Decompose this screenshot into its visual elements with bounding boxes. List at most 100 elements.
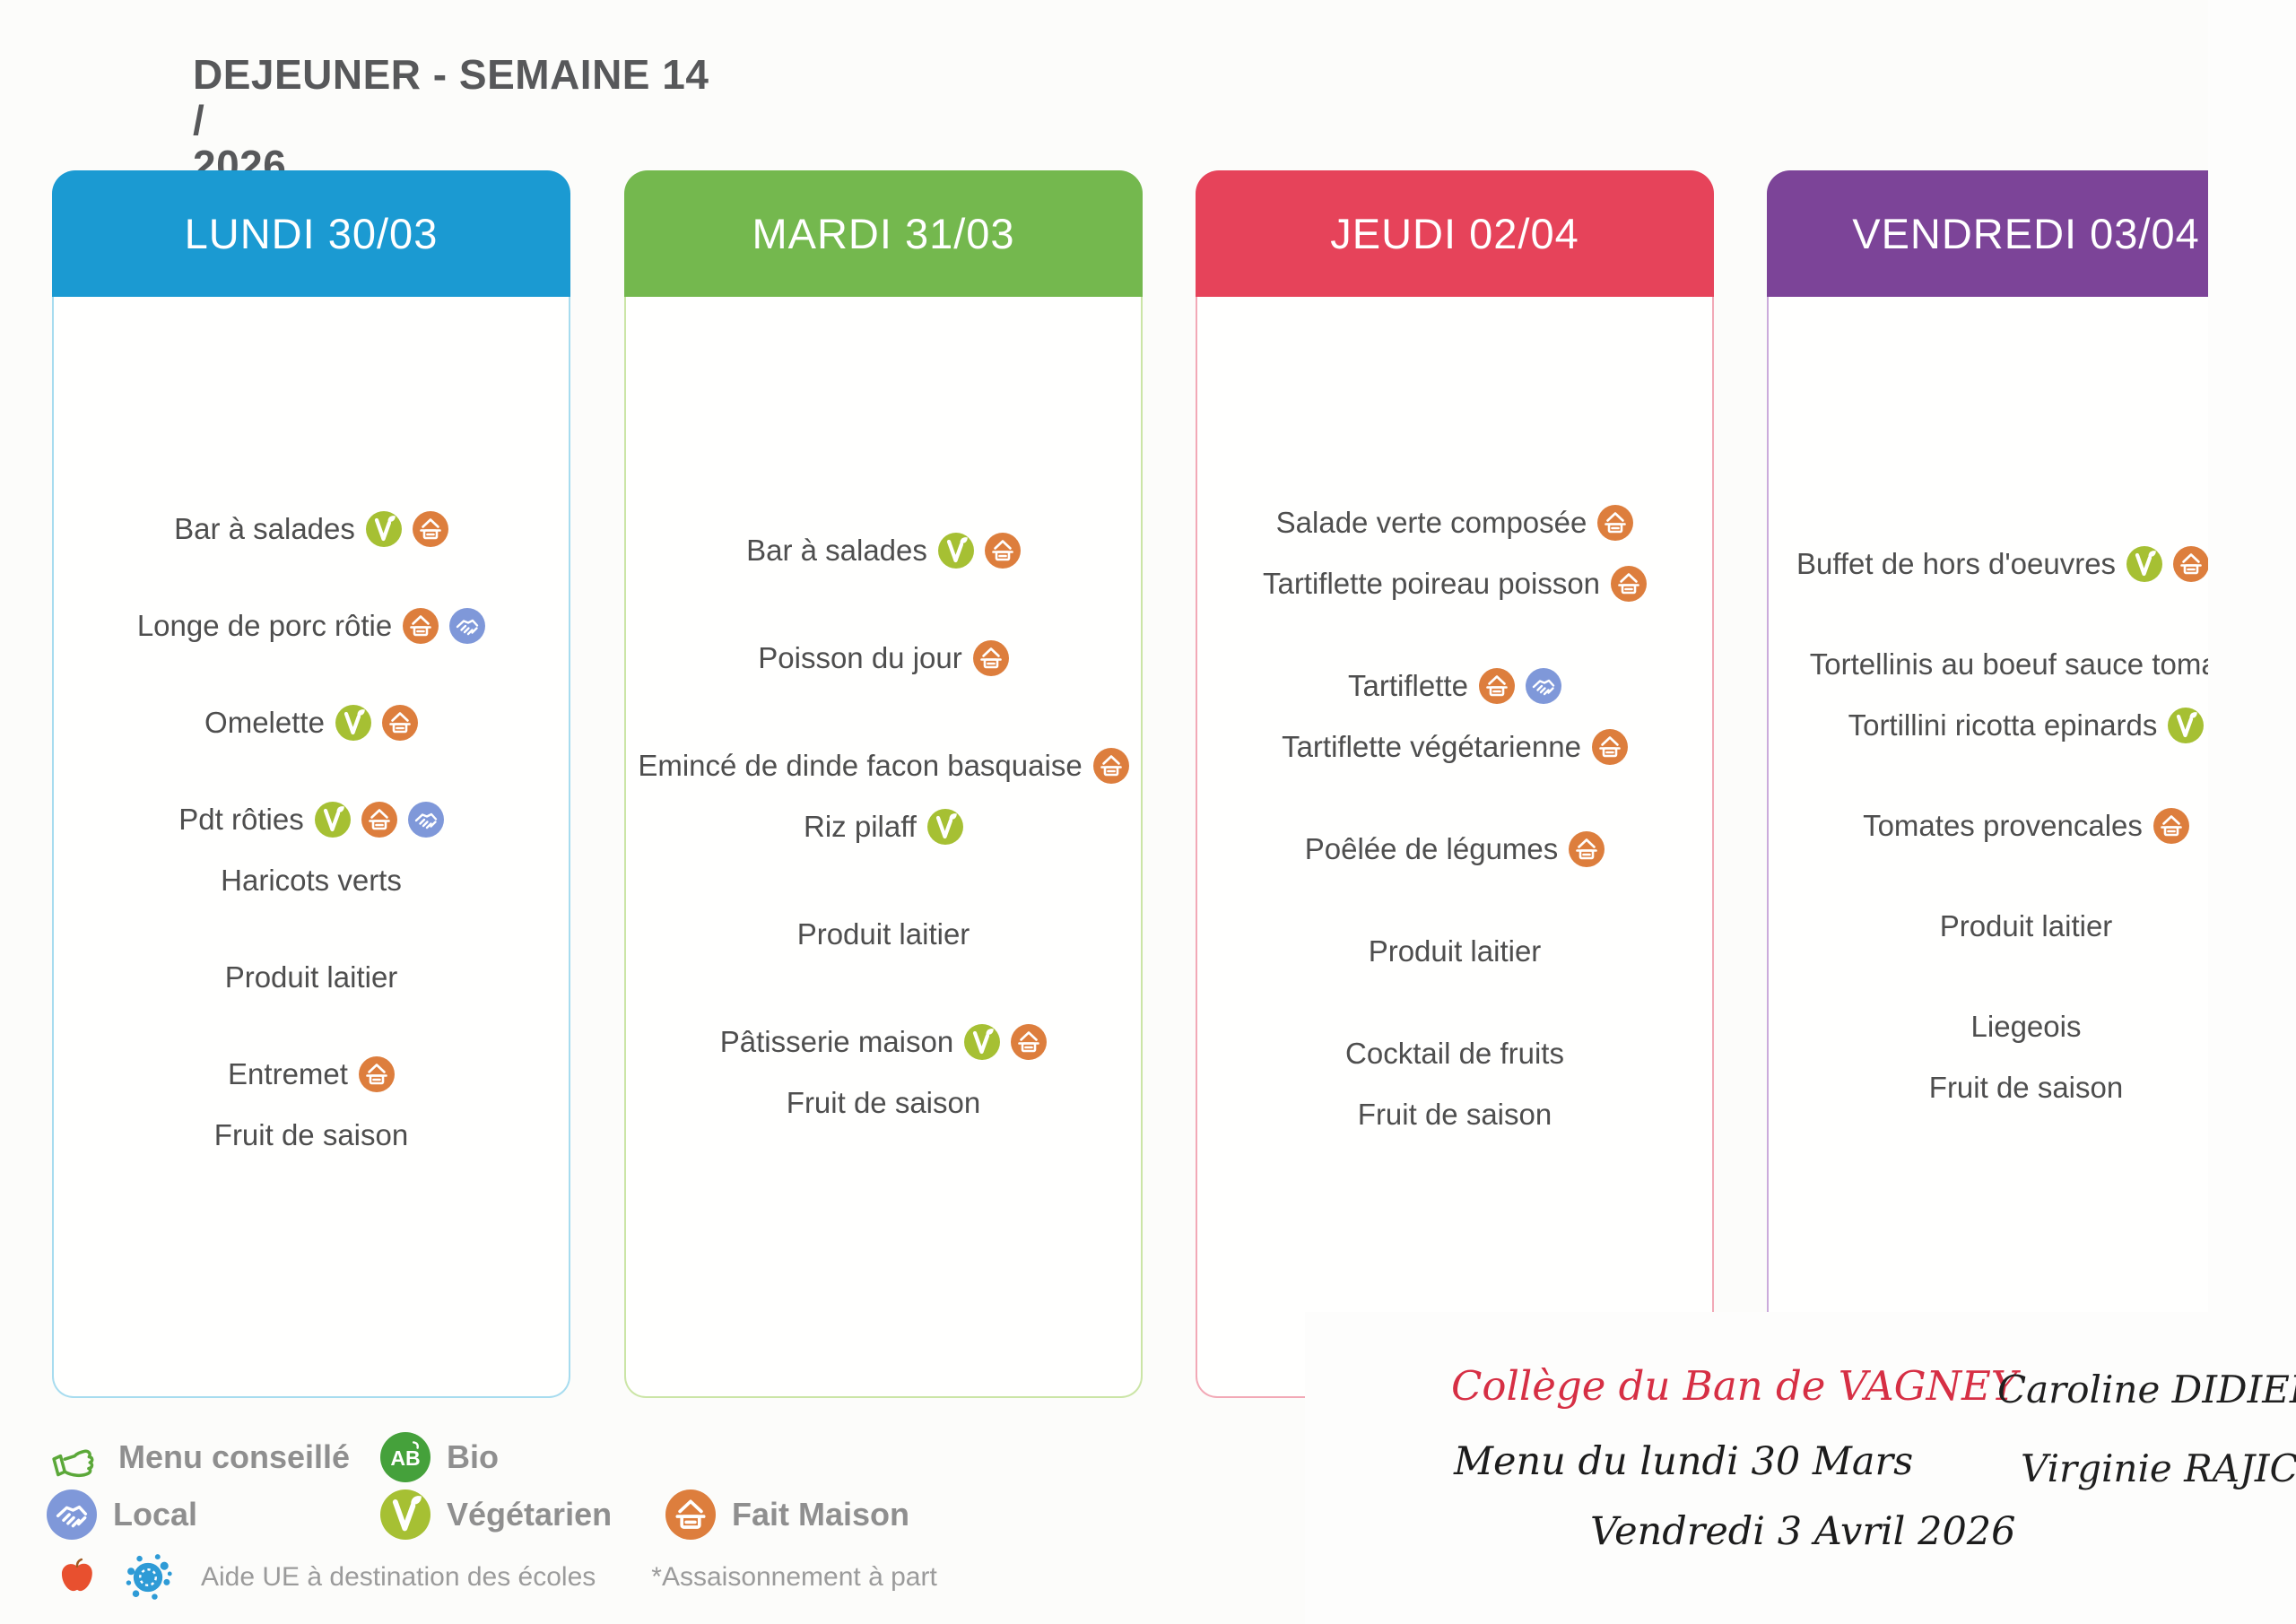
menu-item-label: Poêlée de légumes <box>1304 832 1559 865</box>
course-group: Poêlée de légumes <box>1197 819 1712 880</box>
menu-item-label: Salade verte composée <box>1275 506 1587 539</box>
menu-item: Haricots verts <box>54 850 569 911</box>
menu-item-label: Buffet de hors d'oeuvres <box>1796 547 2117 580</box>
fait-maison-icon <box>972 640 1009 676</box>
vegetarien-icon <box>964 1024 1001 1060</box>
svg-text:AB: AB <box>390 1446 420 1470</box>
menu-item-label: Bar à salades <box>174 512 355 545</box>
legend-entry-fait-maison: Fait Maison <box>665 1489 1105 1540</box>
legend-entry-vegetarien: Végétarien <box>380 1489 665 1540</box>
menu-item-label: Fruit de saison <box>1357 1098 1552 1131</box>
legend-label: Menu conseillé <box>118 1438 351 1475</box>
eu-splash-icon <box>120 1550 176 1605</box>
vegetarien-icon <box>937 533 974 569</box>
menu-item-label: Tomates provencales <box>1863 809 2143 842</box>
menu-item: Poisson du jour <box>626 628 1141 689</box>
menu-item-label: Haricots verts <box>221 864 402 897</box>
menu-item: Fruit de saison <box>54 1105 569 1166</box>
menu-item-label: Liegeois <box>1970 1010 2082 1043</box>
menu-item: Produit laitier <box>626 904 1141 965</box>
vegetarien-icon <box>314 802 351 838</box>
menu-item-label: Pdt rôties <box>178 803 304 836</box>
apple-icon <box>52 1552 102 1602</box>
menu-item-label: Produit laitier <box>1939 909 2113 942</box>
course-group: Produit laitier <box>1769 896 2283 957</box>
course-group: Longe de porc rôtie <box>54 595 569 656</box>
menu-item: Poêlée de légumes <box>1197 819 1712 880</box>
menu-item: Entremet <box>54 1044 569 1105</box>
fait-maison-icon <box>358 1056 395 1092</box>
menu-item-label: Cocktail de fruits <box>1345 1037 1564 1070</box>
day-header-label: MARDI 31/03 <box>752 210 1015 257</box>
menu-item: Salade verte composée <box>1197 492 1712 553</box>
menu-item: Riz pilaff <box>626 796 1141 857</box>
day-header-label: LUNDI 30/03 <box>184 210 439 257</box>
menu-item: Produit laitier <box>1769 896 2283 957</box>
menu-item-label: Fruit de saison <box>1928 1071 2124 1104</box>
course-group: Produit laitier <box>54 947 569 1008</box>
legend-label: Fait Maison <box>732 1496 910 1533</box>
menu-item: Liegeois <box>1769 996 2283 1057</box>
legend-label: Local <box>113 1496 198 1533</box>
menu-item: Produit laitier <box>1197 921 1712 982</box>
local-icon <box>1525 668 1561 704</box>
fait-maison-icon <box>1597 505 1634 541</box>
menu-item: Tortillini ricotta epinards <box>1769 695 2283 756</box>
menu-item: Tartiflette végétarienne <box>1197 716 1712 777</box>
vegetarien-icon <box>335 705 371 741</box>
signature-name-1: Caroline DIDIER <box>1997 1368 2296 1411</box>
menu-item-label: Tartiflette <box>1348 669 1468 702</box>
menu-item: Bar à salades <box>54 499 569 560</box>
menu-item-label: Emincé de dinde facon basquaise <box>638 749 1083 782</box>
course-group: Bar à salades <box>626 520 1141 581</box>
menu-item: Tomates provencales <box>1769 795 2283 856</box>
course-group: Tomates provencales <box>1769 795 2283 856</box>
fait-maison-icon <box>1611 566 1648 602</box>
course-group: Produit laitier <box>1197 921 1712 982</box>
day-header: VENDREDI 03/04 <box>1767 170 2285 297</box>
day-header-label: JEUDI 02/04 <box>1330 210 1579 257</box>
fait-maison-icon <box>1092 748 1129 784</box>
page-title-line1: DEJEUNER - SEMAINE 14 / <box>193 51 709 143</box>
menu-item: Cocktail de fruits <box>1197 1023 1712 1084</box>
menu-item-label: Produit laitier <box>1368 934 1542 968</box>
legend-row: Aide UE à destination des écoles *Assais… <box>47 1545 1105 1610</box>
course-group: Bar à salades <box>54 499 569 560</box>
menu-item: Bar à salades <box>626 520 1141 581</box>
fait-maison-icon <box>412 511 448 547</box>
course-group: Buffet de hors d'oeuvres <box>1769 534 2283 595</box>
menu-item: Fruit de saison <box>626 1073 1141 1133</box>
legend-row: Menu conseillé AB Bio <box>47 1429 1105 1486</box>
day-header: LUNDI 30/03 <box>52 170 570 297</box>
menu-item-label: Produit laitier <box>224 960 398 994</box>
menu-item: Tortellinis au boeuf sauce tomate <box>1769 634 2283 695</box>
day-header: JEUDI 02/04 <box>1196 170 1714 297</box>
menu-item-label: Fruit de saison <box>786 1086 981 1119</box>
menu-item: Buffet de hors d'oeuvres <box>1769 534 2283 595</box>
menu-item: Emincé de dinde facon basquaise <box>626 735 1141 796</box>
page-title: DEJEUNER - SEMAINE 14 / 2026 <box>193 52 731 188</box>
fait-maison-icon <box>2152 808 2189 844</box>
vegetarien-icon <box>365 511 402 547</box>
local-icon <box>407 802 444 838</box>
course-group: Produit laitier <box>626 904 1141 965</box>
fait-maison-icon <box>403 608 439 644</box>
fait-maison-icon <box>984 533 1021 569</box>
menu-item-label: Tartiflette poireau poisson <box>1262 567 1601 600</box>
bio-icon: AB <box>380 1432 430 1482</box>
vegetarien-icon <box>926 809 963 845</box>
footer-note-block: Collège du Ban de VAGNEY Caroline DIDIER… <box>1305 1312 2296 1624</box>
fait-maison-icon <box>1569 831 1605 867</box>
